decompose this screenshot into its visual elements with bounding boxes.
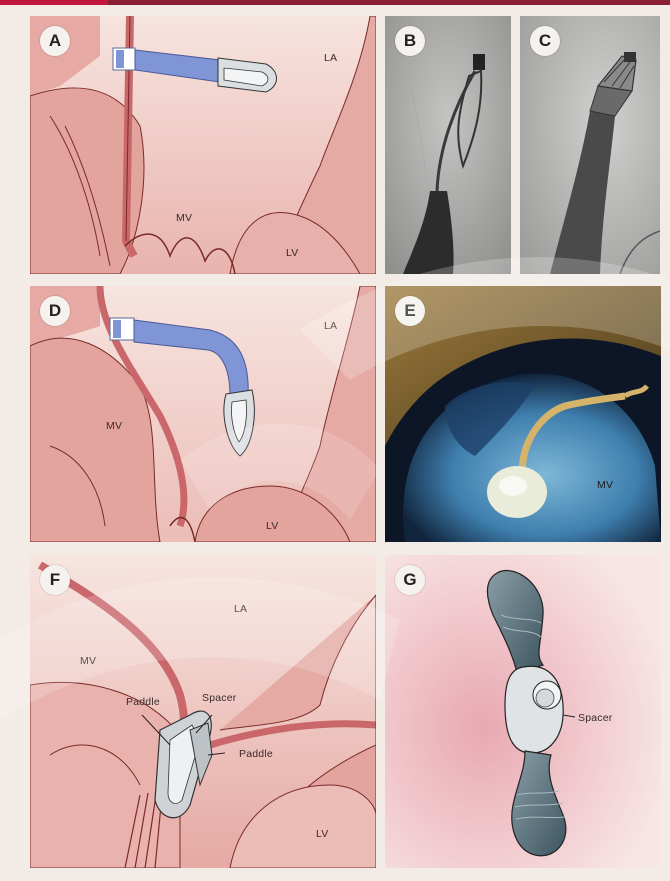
- panel-d-letter: D: [40, 296, 70, 326]
- panel-b: B: [385, 16, 511, 274]
- label-la: LA: [324, 52, 337, 64]
- panel-a: A LA MV LV: [30, 16, 376, 274]
- panel-c-letter: C: [530, 26, 560, 56]
- label-mv: MV: [176, 212, 192, 224]
- label-paddle-left: Paddle: [126, 696, 160, 708]
- panel-g-device: [385, 555, 661, 868]
- panel-g-letter: G: [395, 565, 425, 595]
- label-mv: MV: [80, 655, 96, 667]
- label-mv: MV: [106, 420, 122, 432]
- label-paddle-right: Paddle: [239, 748, 273, 760]
- label-spacer: Spacer: [578, 712, 612, 724]
- panel-e-letter: E: [395, 296, 425, 326]
- panel-e: E MV: [385, 286, 661, 542]
- panel-f-letter: F: [40, 565, 70, 595]
- label-la: LA: [234, 603, 247, 615]
- panel-f: F LA MV LV Paddle Spacer Paddle: [30, 555, 376, 868]
- panel-e-3d-echo: [385, 286, 661, 542]
- panel-b-letter: B: [395, 26, 425, 56]
- panel-c: C: [520, 16, 660, 274]
- panel-d: D LA MV LV: [30, 286, 376, 542]
- label-mv: MV: [597, 479, 613, 491]
- panel-f-illustration: [30, 555, 376, 868]
- label-spacer: Spacer: [202, 692, 236, 704]
- panel-g: G Spacer: [385, 555, 661, 868]
- label-la: LA: [324, 320, 337, 332]
- panel-a-letter: A: [40, 26, 70, 56]
- label-lv: LV: [266, 520, 278, 532]
- label-lv: LV: [316, 828, 328, 840]
- label-lv: LV: [286, 247, 298, 259]
- top-bar-accent: [0, 0, 108, 5]
